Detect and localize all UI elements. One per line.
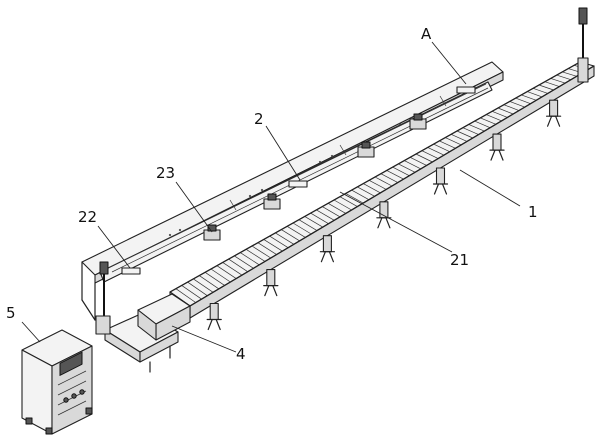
conveyor-roller xyxy=(327,202,346,214)
conveyor-roller xyxy=(322,206,341,218)
conveyor-roller xyxy=(199,275,220,290)
conveyor-roller xyxy=(204,272,225,286)
conveyor-leg xyxy=(206,302,222,331)
conveyor-roller xyxy=(439,140,456,149)
conveyor-roller xyxy=(281,229,300,242)
conveyor-roller xyxy=(515,97,531,105)
conveyor-roller xyxy=(275,232,295,245)
conveyor-roller xyxy=(175,288,197,303)
conveyor-roller xyxy=(415,153,433,163)
conveyor-leg xyxy=(319,235,335,263)
conveyor-roller xyxy=(456,130,473,139)
conveyor-roller xyxy=(450,133,468,142)
conveyor-roller xyxy=(503,104,520,111)
conveyor-roller xyxy=(351,189,370,201)
conveyor-legs xyxy=(206,99,562,331)
conveyor-roller xyxy=(187,281,208,296)
conveyor-roller xyxy=(480,117,497,125)
conveyor-roller xyxy=(398,163,416,173)
label-end-stop: 22 xyxy=(78,208,98,226)
conveyor-roller xyxy=(462,127,479,135)
conveyor-roller xyxy=(228,258,248,272)
conveyor-roller xyxy=(257,242,277,255)
conveyor-roller xyxy=(380,173,398,183)
conveyor-roller xyxy=(345,193,364,204)
gantry-carriages xyxy=(121,86,476,275)
conveyor-leg xyxy=(432,167,449,195)
conveyor-roller xyxy=(357,186,375,197)
conveyor-roller xyxy=(269,235,289,248)
control-cabinet xyxy=(21,329,93,435)
conveyor-roller xyxy=(404,160,422,170)
label-gantry: 2 xyxy=(254,110,264,128)
conveyor-roller xyxy=(245,249,266,262)
conveyor-leg xyxy=(489,133,505,161)
conveyor-roller xyxy=(421,150,439,159)
label-slide: 23 xyxy=(156,164,176,182)
conveyor-roller xyxy=(392,166,410,177)
conveyor-roller xyxy=(445,137,462,146)
conveyor-roller xyxy=(527,91,543,98)
conveyor-roller xyxy=(497,107,514,115)
conveyor-roller xyxy=(251,245,271,259)
conveyor-roller xyxy=(409,156,427,166)
conveyor-roller xyxy=(286,226,306,238)
conveyor-roller xyxy=(486,114,502,122)
conveyor-roller xyxy=(304,216,323,228)
conveyor-roller xyxy=(550,78,566,84)
conveyor-roller xyxy=(509,101,525,108)
conveyor-roller xyxy=(363,183,381,194)
label-loading-table: 4 xyxy=(236,345,246,363)
conveyor-roller xyxy=(339,196,358,207)
label-conveyor: 1 xyxy=(528,203,538,221)
conveyor-roller xyxy=(263,239,283,252)
conveyor-roller xyxy=(474,120,491,129)
conveyor-roller xyxy=(386,170,404,180)
conveyor-roller xyxy=(298,219,318,231)
conveyor-roller xyxy=(292,222,312,235)
conveyor-roller xyxy=(222,262,243,276)
conveyor-roller xyxy=(234,255,254,269)
label-control-cabinet: 5 xyxy=(6,304,16,322)
conveyor-roller xyxy=(368,179,387,190)
conveyor-roller xyxy=(333,199,352,211)
conveyor-roller xyxy=(562,71,577,77)
conveyor-leg xyxy=(263,269,279,297)
conveyor-roller xyxy=(216,265,237,279)
label-detail-a: A xyxy=(421,25,432,43)
label-conveyor-rollers: 21 xyxy=(450,251,470,269)
end-stop-post xyxy=(95,261,111,335)
conveyor-roller xyxy=(193,278,214,293)
conveyor-roller xyxy=(374,176,393,187)
far-end-post xyxy=(577,7,589,83)
conveyor-roller xyxy=(556,74,572,81)
conveyor-roller xyxy=(544,81,560,87)
conveyor-roller xyxy=(468,124,485,132)
conveyor-roller xyxy=(240,252,260,266)
leader-lines xyxy=(21,41,521,353)
conveyor-roller xyxy=(433,143,450,153)
conveyor-roller xyxy=(427,147,445,156)
conveyor-roller xyxy=(491,110,508,118)
conveyor-roller xyxy=(538,84,554,91)
conveyor-roller xyxy=(310,212,329,225)
gantry-beam xyxy=(81,61,504,321)
conveyor-leg xyxy=(545,99,562,127)
conveyor-roller xyxy=(532,87,548,94)
loading-table xyxy=(104,293,191,373)
conveyor-roller xyxy=(316,209,335,221)
conveyor-leg xyxy=(376,201,392,229)
conveyor-roller xyxy=(181,285,202,300)
conveyor-roller xyxy=(521,94,537,101)
conveyor-roller xyxy=(210,268,231,283)
